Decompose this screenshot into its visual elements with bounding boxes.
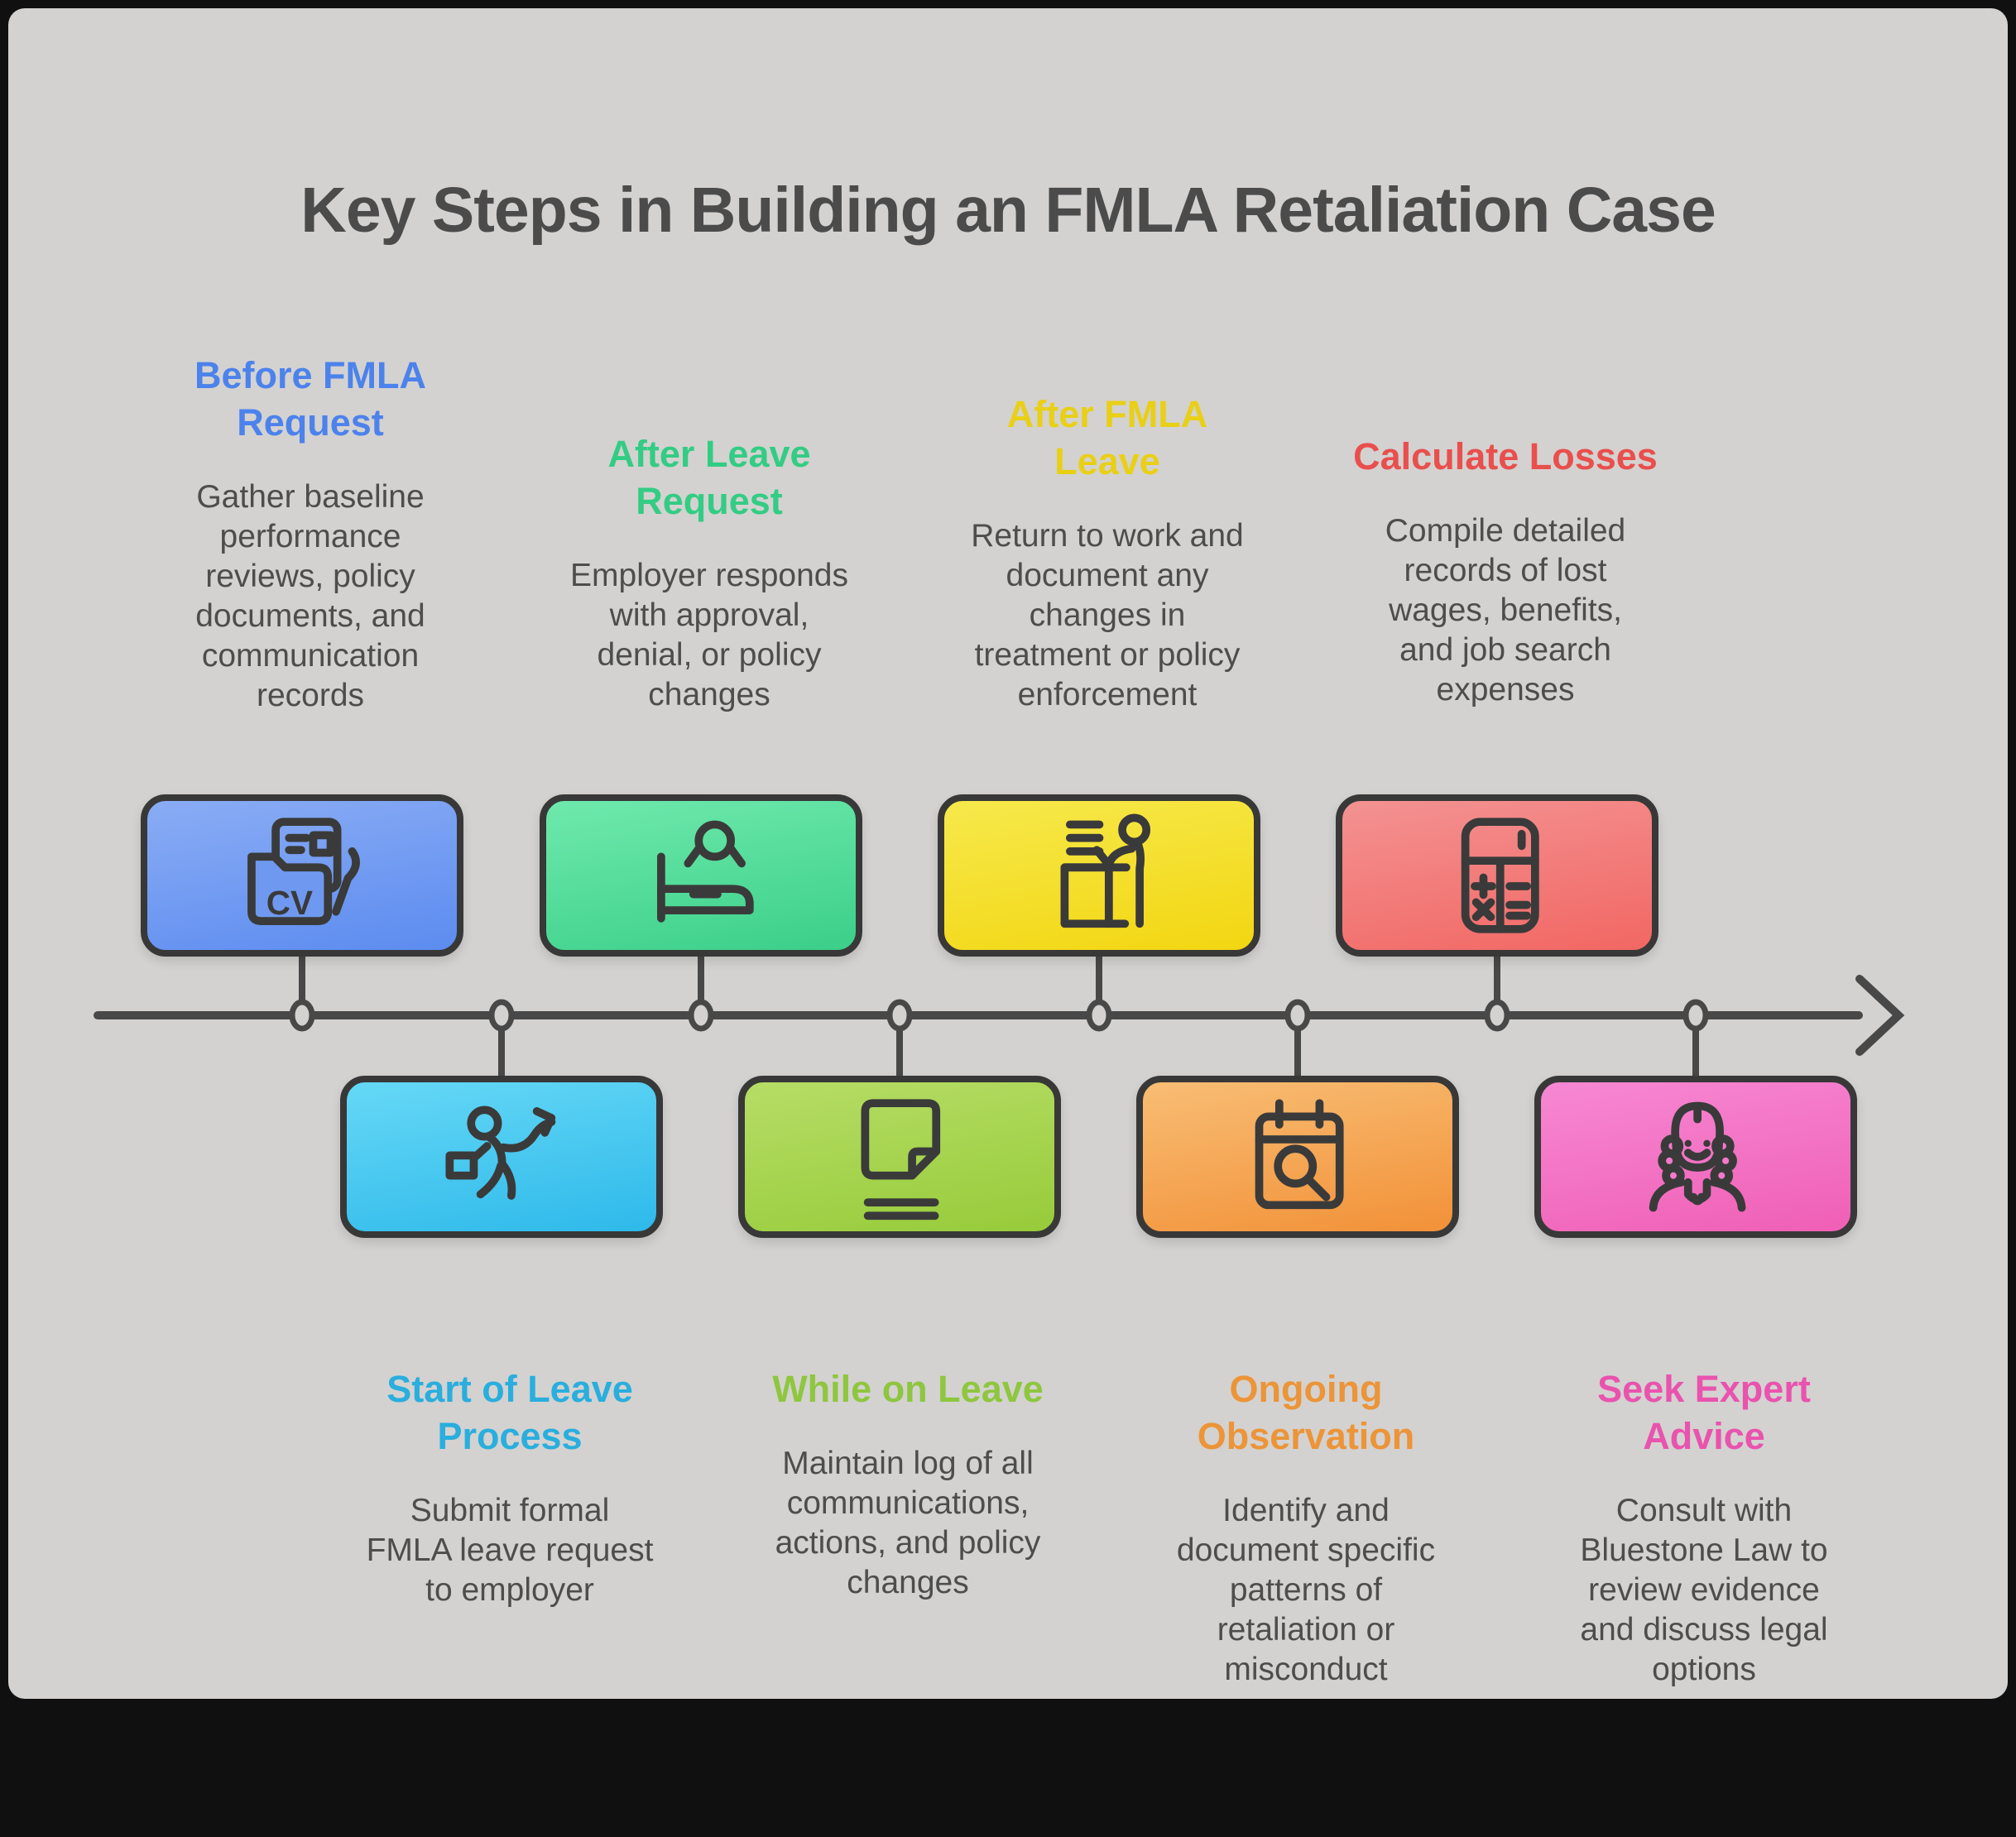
step-description: Return to work and document any changes … — [971, 518, 1244, 712]
step-heading: Seek Expert Advice — [1597, 1368, 1811, 1457]
svg-text:CV: CV — [266, 884, 312, 922]
calculator-icon — [1461, 818, 1539, 933]
step-text-block: Seek Expert Advice Consult with Blueston… — [1514, 1365, 1894, 1690]
step-description: Gather baseline performance reviews, pol… — [195, 479, 425, 713]
step-icon-box — [738, 1076, 1061, 1238]
step-text-block: After Leave Request Employer responds wi… — [519, 430, 900, 715]
step-icon-box: CV — [141, 794, 463, 957]
desk-return-icon — [1060, 813, 1150, 928]
walking-person-icon — [444, 1106, 555, 1200]
step-text-block: Calculate Losses Compile detailed record… — [1315, 433, 1696, 710]
step-icon-box — [1136, 1076, 1459, 1238]
infographic-canvas: Key Steps in Building an FMLA Retaliatio… — [8, 8, 2008, 1699]
step-description: Identify and document specific patterns … — [1176, 1493, 1436, 1687]
step-description: Consult with Bluestone Law to review evi… — [1580, 1493, 1828, 1687]
step-heading: Ongoing Observation — [1197, 1368, 1415, 1457]
document-log-icon — [861, 1099, 940, 1221]
step-text-block: After FMLA Leave Return to work and docu… — [917, 391, 1298, 715]
judge-icon — [1649, 1101, 1745, 1212]
step-heading: While on Leave — [772, 1368, 1044, 1410]
step-icon-box — [540, 794, 862, 957]
step-icon-box — [1336, 794, 1658, 957]
page-title: Key Steps in Building an FMLA Retaliatio… — [300, 175, 1716, 246]
step-text-block: While on Leave Maintain log of all commu… — [718, 1365, 1098, 1603]
bed-rest-icon — [656, 820, 754, 923]
step-icon-box — [340, 1076, 663, 1238]
step-heading: Before FMLA Request — [194, 354, 426, 444]
step-description: Employer responds with approval, denial,… — [570, 558, 848, 712]
step-heading: After Leave Request — [607, 433, 811, 522]
step-text-block: Before FMLA Request Gather baseline perf… — [120, 352, 501, 716]
calendar-search-icon — [1255, 1099, 1344, 1210]
cv-folder-icon: CV — [247, 818, 360, 925]
step-text-block: Ongoing Observation Identify and documen… — [1116, 1365, 1496, 1690]
step-description: Compile detailed records of lost wages, … — [1385, 513, 1626, 707]
step-text-block: Start of Leave Process Submit formal FML… — [319, 1365, 700, 1610]
step-icon-box — [938, 794, 1260, 957]
step-heading: Calculate Losses — [1353, 435, 1658, 477]
step-description: Maintain log of all communications, acti… — [775, 1446, 1041, 1600]
step-heading: After FMLA Leave — [1006, 393, 1208, 482]
step-description: Submit formal FMLA leave request to empl… — [366, 1493, 654, 1608]
step-heading: Start of Leave Process — [386, 1368, 633, 1457]
step-icon-box — [1534, 1076, 1857, 1238]
